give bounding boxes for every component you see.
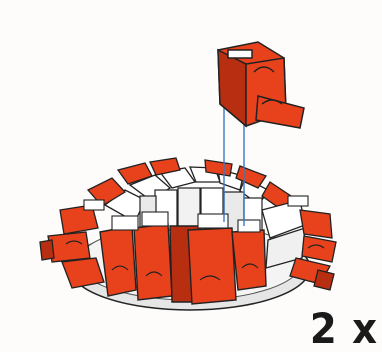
red-clip-piece-icon	[218, 42, 304, 128]
ring-right-segments	[262, 200, 305, 268]
quantity-label: 2 x	[310, 308, 378, 350]
